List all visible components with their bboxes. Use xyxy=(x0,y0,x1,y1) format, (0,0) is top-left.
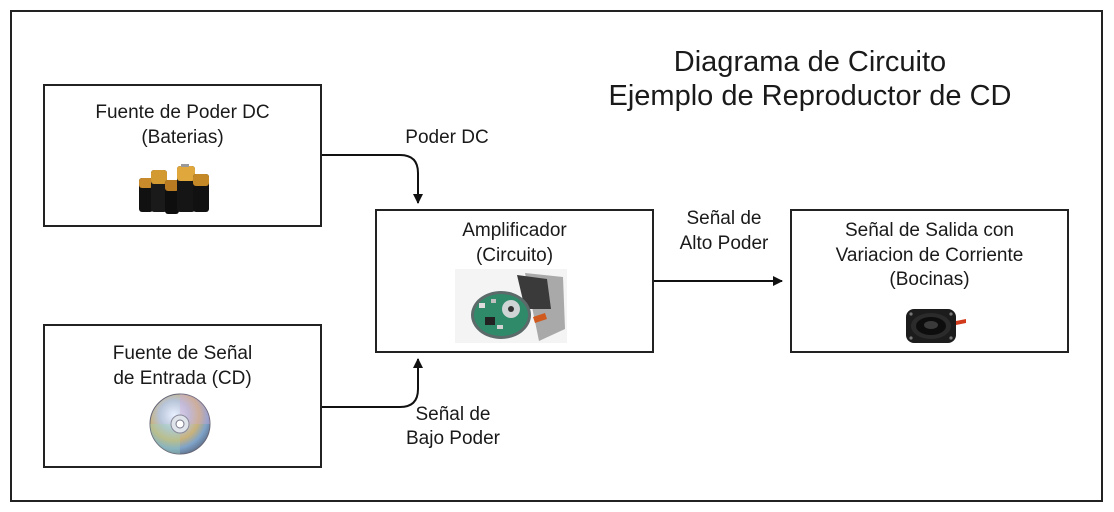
power-source-label-line1: Fuente de Poder DC xyxy=(95,102,270,123)
low-power-edge-label-line2: Bajo Poder xyxy=(405,428,500,449)
signal-source-label-line1: Fuente de Señal xyxy=(112,343,253,364)
amplifier-label-line1: Amplificador xyxy=(462,220,567,241)
output-label-line2: Variacion de Corriente xyxy=(835,245,1024,266)
signal-source-label-line2: de Entrada (CD) xyxy=(113,368,252,389)
high-power-edge-label-line2: Alto Poder xyxy=(679,233,769,254)
batteries-icon xyxy=(139,164,209,214)
speaker-icon xyxy=(906,309,966,343)
cd-disc-icon xyxy=(149,393,211,455)
low-power-edge-label-line1: Señal de xyxy=(415,404,491,425)
diagram-frame xyxy=(10,10,1103,502)
amplifier-label-line2: (Circuito) xyxy=(475,245,554,266)
diagram-title-line1: Diagrama de Circuito xyxy=(673,46,947,78)
power-source-node: Fuente de Poder DC (Baterias) xyxy=(43,84,322,227)
power-edge-label: Poder DC xyxy=(405,127,489,148)
high-power-edge-label-line1: Señal de xyxy=(686,208,762,229)
output-label-line1: Señal de Salida con xyxy=(844,220,1014,241)
power-source-label-line2: (Baterias) xyxy=(141,127,224,148)
amplifier-node: Amplificador (Circuito) xyxy=(375,209,654,353)
output-node: Señal de Salida con Variacion de Corrien… xyxy=(790,209,1069,353)
low-power-edge xyxy=(322,358,423,408)
signal-source-node: Fuente de Señal de Entrada (CD) xyxy=(43,324,322,468)
circuit-board-icon xyxy=(455,269,567,343)
power-edge xyxy=(322,154,423,204)
diagram-title-line2: Ejemplo de Reproductor de CD xyxy=(608,80,1012,112)
output-label-line3: (Bocinas) xyxy=(889,269,970,290)
